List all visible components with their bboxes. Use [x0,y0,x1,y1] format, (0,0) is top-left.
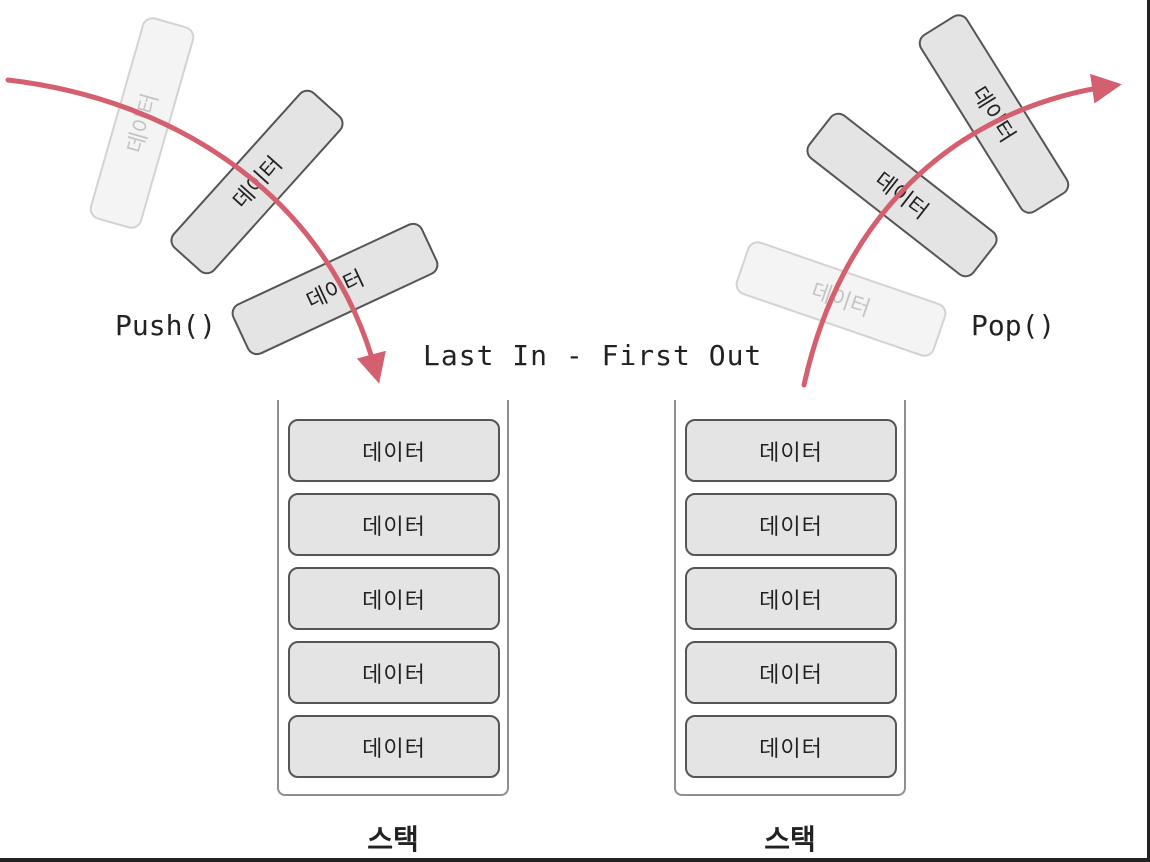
push-arrow [5,77,386,384]
right-stack-data-box: 데이터 [685,493,897,556]
left-stack-data-box: 데이터 [288,567,500,630]
push-front-data-box: 데이터 [231,222,439,356]
right-stack-data-box: 데이터 [685,641,897,704]
left-stack-data-box: 데이터 [288,419,500,482]
push-faded-data-box: 데이터 [89,17,195,229]
right-stack-data-box: 데이터 [685,419,897,482]
right-stack-label: 스택 [764,823,816,856]
left-stack-container: 데이터 데이터 데이터 데이터 데이터 [277,400,509,796]
pop-faded-data-box: 데이터 [735,241,947,357]
right-stack-container: 데이터 데이터 데이터 데이터 데이터 [674,400,906,796]
pop-arrow [801,73,1122,388]
right-stack-data-box: 데이터 [685,567,897,630]
lifo-principle-label: Last In - First Out [423,339,763,372]
pop-operation-label: Pop() [971,309,1056,342]
right-stack-items: 데이터 데이터 데이터 데이터 데이터 [685,419,897,778]
push-operation-label: Push() [115,309,217,342]
left-stack-items: 데이터 데이터 데이터 데이터 데이터 [288,419,500,778]
left-stack-data-box: 데이터 [288,493,500,556]
left-stack-data-box: 데이터 [288,641,500,704]
right-stack-data-box: 데이터 [685,715,897,778]
pop-top-data-box: 데이터 [918,14,1070,214]
left-stack-data-box: 데이터 [288,715,500,778]
left-stack-label: 스택 [367,823,419,856]
